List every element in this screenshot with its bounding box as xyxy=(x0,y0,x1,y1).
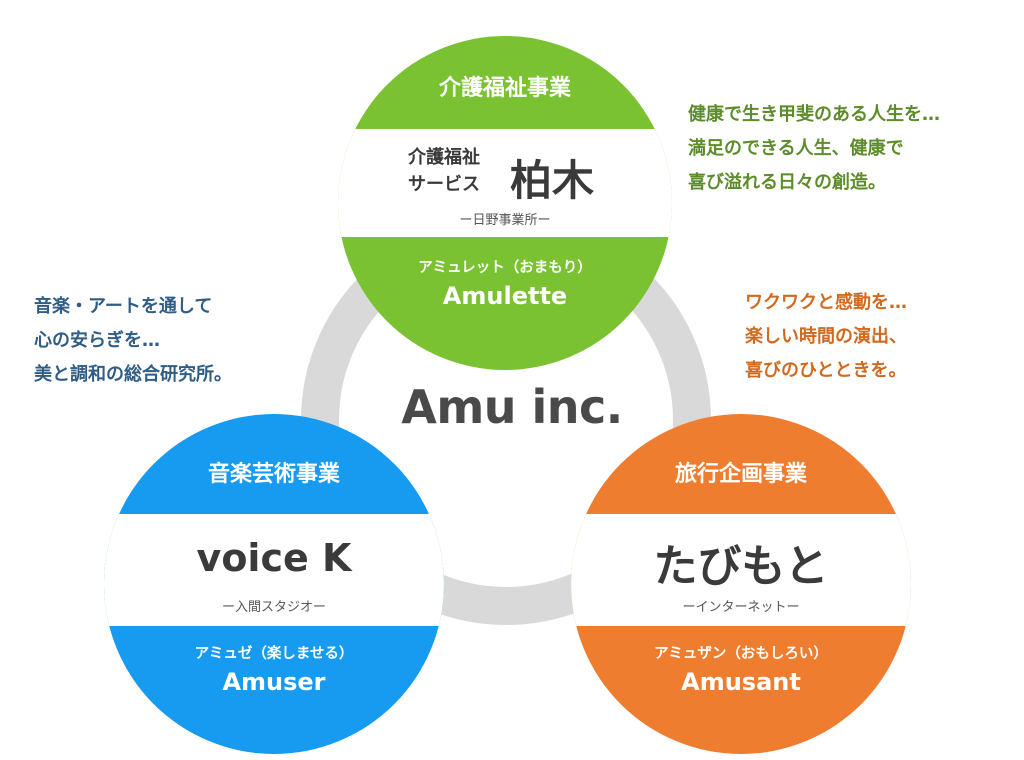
care-department-title: 介護福祉事業 xyxy=(438,76,571,101)
music-description-line: 音楽・アートを通して xyxy=(34,296,213,317)
travel-division-circle: 旅行企画事業 たびもと ーインターネットー アミュザン（おもしろい） Amusa… xyxy=(571,414,911,754)
care-location: ー日野事業所ー xyxy=(459,213,551,228)
care-service-label: 介護福祉 サービス xyxy=(390,144,498,198)
music-description-line: 美と調和の総合研究所。 xyxy=(34,364,232,385)
music-name-band: voice K ー入間スタジオー xyxy=(104,514,444,626)
care-brand-name: Amulette xyxy=(442,282,568,310)
travel-department-title: 旅行企画事業 xyxy=(674,462,807,487)
music-department-title: 音楽芸術事業 xyxy=(207,462,340,487)
travel-brand-name: Amusant xyxy=(681,668,801,696)
care-brand-reading: アミュレット（おまもり） xyxy=(418,260,592,276)
music-studio-name: voice K xyxy=(196,536,352,580)
travel-service-name: たびもと xyxy=(653,541,829,592)
travel-description-line: ワクワクと感動を… xyxy=(745,292,907,313)
music-description: 音楽・アートを通して 心の安らぎを… 美と調和の総合研究所。 xyxy=(34,290,232,392)
music-description-line: 心の安らぎを… xyxy=(34,330,160,351)
care-service-line2: サービス xyxy=(408,174,480,195)
music-division-circle: 音楽芸術事業 voice K ー入間スタジオー アミュゼ（楽しませる） Amus… xyxy=(104,414,444,754)
care-description-line: 喜び溢れる日々の創造。 xyxy=(688,172,886,193)
travel-channel: ーインターネットー xyxy=(682,600,800,615)
travel-description: ワクワクと感動を… 楽しい時間の演出、 喜びのひとときを。 xyxy=(745,286,907,388)
care-service-line1: 介護福祉 xyxy=(408,147,480,168)
travel-brand-reading: アミュザン（おもしろい） xyxy=(654,646,828,662)
care-name-band: 介護福祉 サービス 柏木 ー日野事業所ー xyxy=(338,129,672,237)
care-division-circle: 介護福祉事業 介護福祉 サービス 柏木 ー日野事業所ー アミュレット（おまもり）… xyxy=(338,36,672,370)
music-brand-reading: アミュゼ（楽しませる） xyxy=(194,646,354,662)
music-brand-name: Amuser xyxy=(222,668,326,696)
music-location: ー入間スタジオー xyxy=(221,600,326,615)
care-description: 健康で生き甲斐のある人生を… 満足のできる人生、健康で 喜び溢れる日々の創造。 xyxy=(688,98,940,200)
travel-description-line: 喜びのひとときを。 xyxy=(745,360,907,381)
care-description-line: 満足のできる人生、健康で xyxy=(688,138,904,159)
care-facility-name: 柏木 xyxy=(510,156,595,205)
care-description-line: 健康で生き甲斐のある人生を… xyxy=(688,104,940,125)
travel-name-band: たびもと ーインターネットー xyxy=(571,514,911,626)
travel-description-line: 楽しい時間の演出、 xyxy=(745,326,907,347)
company-name: Amu inc. xyxy=(401,380,623,434)
